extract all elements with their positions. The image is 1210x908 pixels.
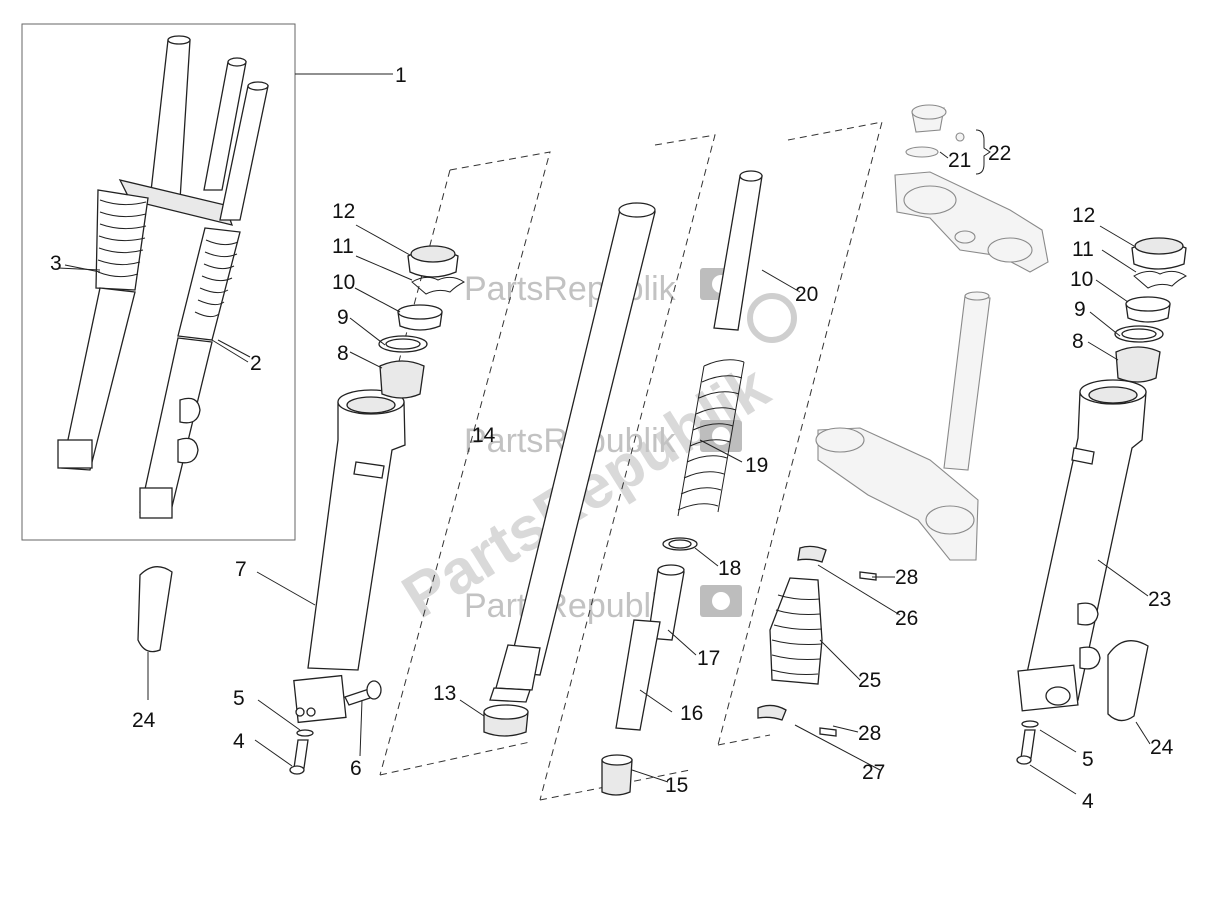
callout-24-left: 24 xyxy=(132,709,156,732)
left-fork-spring-icon xyxy=(97,199,147,278)
fork-assembly-box xyxy=(21,23,393,541)
callout-3: 3 xyxy=(50,252,62,275)
fork-spring-icon xyxy=(677,359,745,517)
leader-lines xyxy=(64,129,1151,795)
callout-12-right: 12 xyxy=(1072,204,1095,227)
callout-27: 27 xyxy=(862,761,885,784)
callout-20: 20 xyxy=(795,283,818,306)
left-seal-stack xyxy=(378,245,465,399)
callout-28-upper: 28 xyxy=(895,566,918,589)
callout-14: 14 xyxy=(472,424,496,447)
boot-group xyxy=(757,545,877,737)
callout-6: 6 xyxy=(350,757,362,780)
callout-19: 19 xyxy=(745,454,768,477)
callout-4-left: 4 xyxy=(233,730,245,753)
watermark-gear-icon xyxy=(700,268,797,617)
callout-15: 15 xyxy=(665,774,688,797)
callout-26: 26 xyxy=(895,607,918,630)
callout-9-left: 9 xyxy=(337,306,349,329)
callout-16: 16 xyxy=(680,702,703,725)
callout-9-right: 9 xyxy=(1074,298,1086,321)
callout-10-right: 10 xyxy=(1070,268,1093,291)
callout-17: 17 xyxy=(697,647,720,670)
callout-5-left: 5 xyxy=(233,687,245,710)
callout-10-left: 10 xyxy=(332,271,355,294)
callout-11-left: 11 xyxy=(332,235,354,258)
callout-1: 1 xyxy=(395,64,407,87)
callout-4-right: 4 xyxy=(1082,790,1094,813)
callout-18: 18 xyxy=(718,557,741,580)
callout-labels: 1 2 3 4 4 5 5 6 7 8 8 9 9 10 10 11 11 12… xyxy=(50,64,1174,813)
right-fork-spring-icon xyxy=(194,239,239,318)
callout-25: 25 xyxy=(858,669,881,692)
callout-22: 22 xyxy=(988,142,1011,165)
right-seal-stack xyxy=(1114,237,1187,383)
callout-12-left: 12 xyxy=(332,200,355,223)
callout-24-right: 24 xyxy=(1150,736,1174,759)
watermark-bottom: PartsRepublik xyxy=(464,587,677,625)
callout-7: 7 xyxy=(235,558,247,581)
callout-8-right: 8 xyxy=(1072,330,1084,353)
callout-8-left: 8 xyxy=(337,342,349,365)
callout-11-right: 11 xyxy=(1072,238,1094,261)
callout-23: 23 xyxy=(1148,588,1171,611)
right-outer-tube xyxy=(1016,379,1147,765)
callout-21: 21 xyxy=(948,149,971,172)
top-yoke-group xyxy=(815,104,1049,561)
callout-2: 2 xyxy=(250,352,262,375)
damper-group xyxy=(601,170,763,796)
reflectors xyxy=(137,566,1149,722)
callout-5-right: 5 xyxy=(1082,748,1094,771)
left-outer-tube xyxy=(289,389,406,775)
inner-tube xyxy=(483,202,656,737)
callout-28-lower: 28 xyxy=(858,722,881,745)
callout-13: 13 xyxy=(433,682,456,705)
watermark-top: PartsRepublik xyxy=(464,270,677,308)
